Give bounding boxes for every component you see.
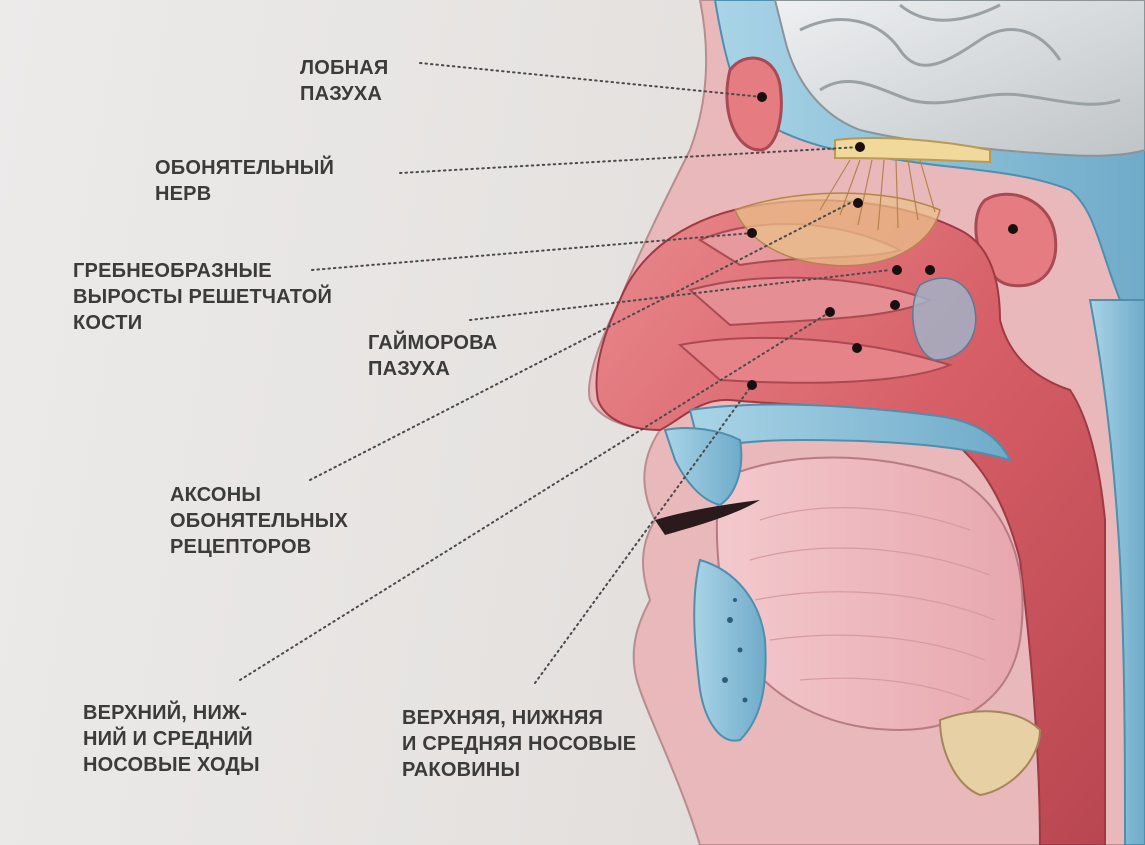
pointer-maxillary-3 — [890, 300, 900, 310]
label-line: РАКОВИНЫ — [402, 757, 636, 783]
pointer-sphenoid — [1008, 224, 1018, 234]
label-line: АКСОНЫ — [170, 482, 348, 508]
label-ethmoid-crests: ГРЕБНЕОБРАЗНЫЕ ВЫРОСТЫ РЕШЕТЧАТОЙ КОСТИ — [73, 258, 332, 336]
pointer-concha-lower — [747, 380, 757, 390]
label-line: НОСОВЫЕ ХОДЫ — [83, 752, 260, 778]
pointer-olfactory-nerve — [855, 142, 865, 152]
label-nasal-conchae: ВЕРХНЯЯ, НИЖНЯЯ И СРЕДНЯЯ НОСОВЫЕ РАКОВИ… — [402, 705, 636, 783]
label-line: ОБОНЯТЕЛЬНЫЙ — [155, 155, 334, 181]
label-line: РЕЦЕПТОРОВ — [170, 534, 348, 560]
label-line: НЕРВ — [155, 181, 334, 207]
pointer-maxillary-1 — [892, 265, 902, 275]
pointer-ethmoid-crests — [747, 228, 757, 238]
label-frontal-sinus: ЛОБНАЯ ПАЗУХА — [300, 55, 388, 107]
label-line: КОСТИ — [73, 310, 332, 336]
pointer-passage-upper — [825, 307, 835, 317]
label-line: ОБОНЯТЕЛЬНЫХ — [170, 508, 348, 534]
label-line: ЛОБНАЯ — [300, 55, 388, 81]
label-line: ВЕРХНЯЯ, НИЖНЯЯ — [402, 705, 636, 731]
pointer-receptor-axons — [853, 198, 863, 208]
label-line: ВЕРХНИЙ, НИЖ- — [83, 700, 260, 726]
label-nasal-passages: ВЕРХНИЙ, НИЖ- НИЙ И СРЕДНИЙ НОСОВЫЕ ХОДЫ — [83, 700, 260, 778]
label-line: И СРЕДНЯЯ НОСОВЫЕ — [402, 731, 636, 757]
label-line: ПАЗУХА — [368, 356, 497, 382]
label-maxillary-sinus: ГАЙМОРОВА ПАЗУХА — [368, 330, 497, 382]
label-line: ГАЙМОРОВА — [368, 330, 497, 356]
label-line: ГРЕБНЕОБРАЗНЫЕ — [73, 258, 332, 284]
label-line: ВЫРОСТЫ РЕШЕТЧАТОЙ — [73, 284, 332, 310]
pointer-maxillary-2 — [925, 265, 935, 275]
label-line: НИЙ И СРЕДНИЙ — [83, 726, 260, 752]
pointer-passage-middle — [852, 343, 862, 353]
label-line: ПАЗУХА — [300, 81, 388, 107]
pointer-frontal-sinus — [757, 92, 767, 102]
label-receptor-axons: АКСОНЫ ОБОНЯТЕЛЬНЫХ РЕЦЕПТОРОВ — [170, 482, 348, 560]
label-olfactory-nerve: ОБОНЯТЕЛЬНЫЙ НЕРВ — [155, 155, 334, 207]
